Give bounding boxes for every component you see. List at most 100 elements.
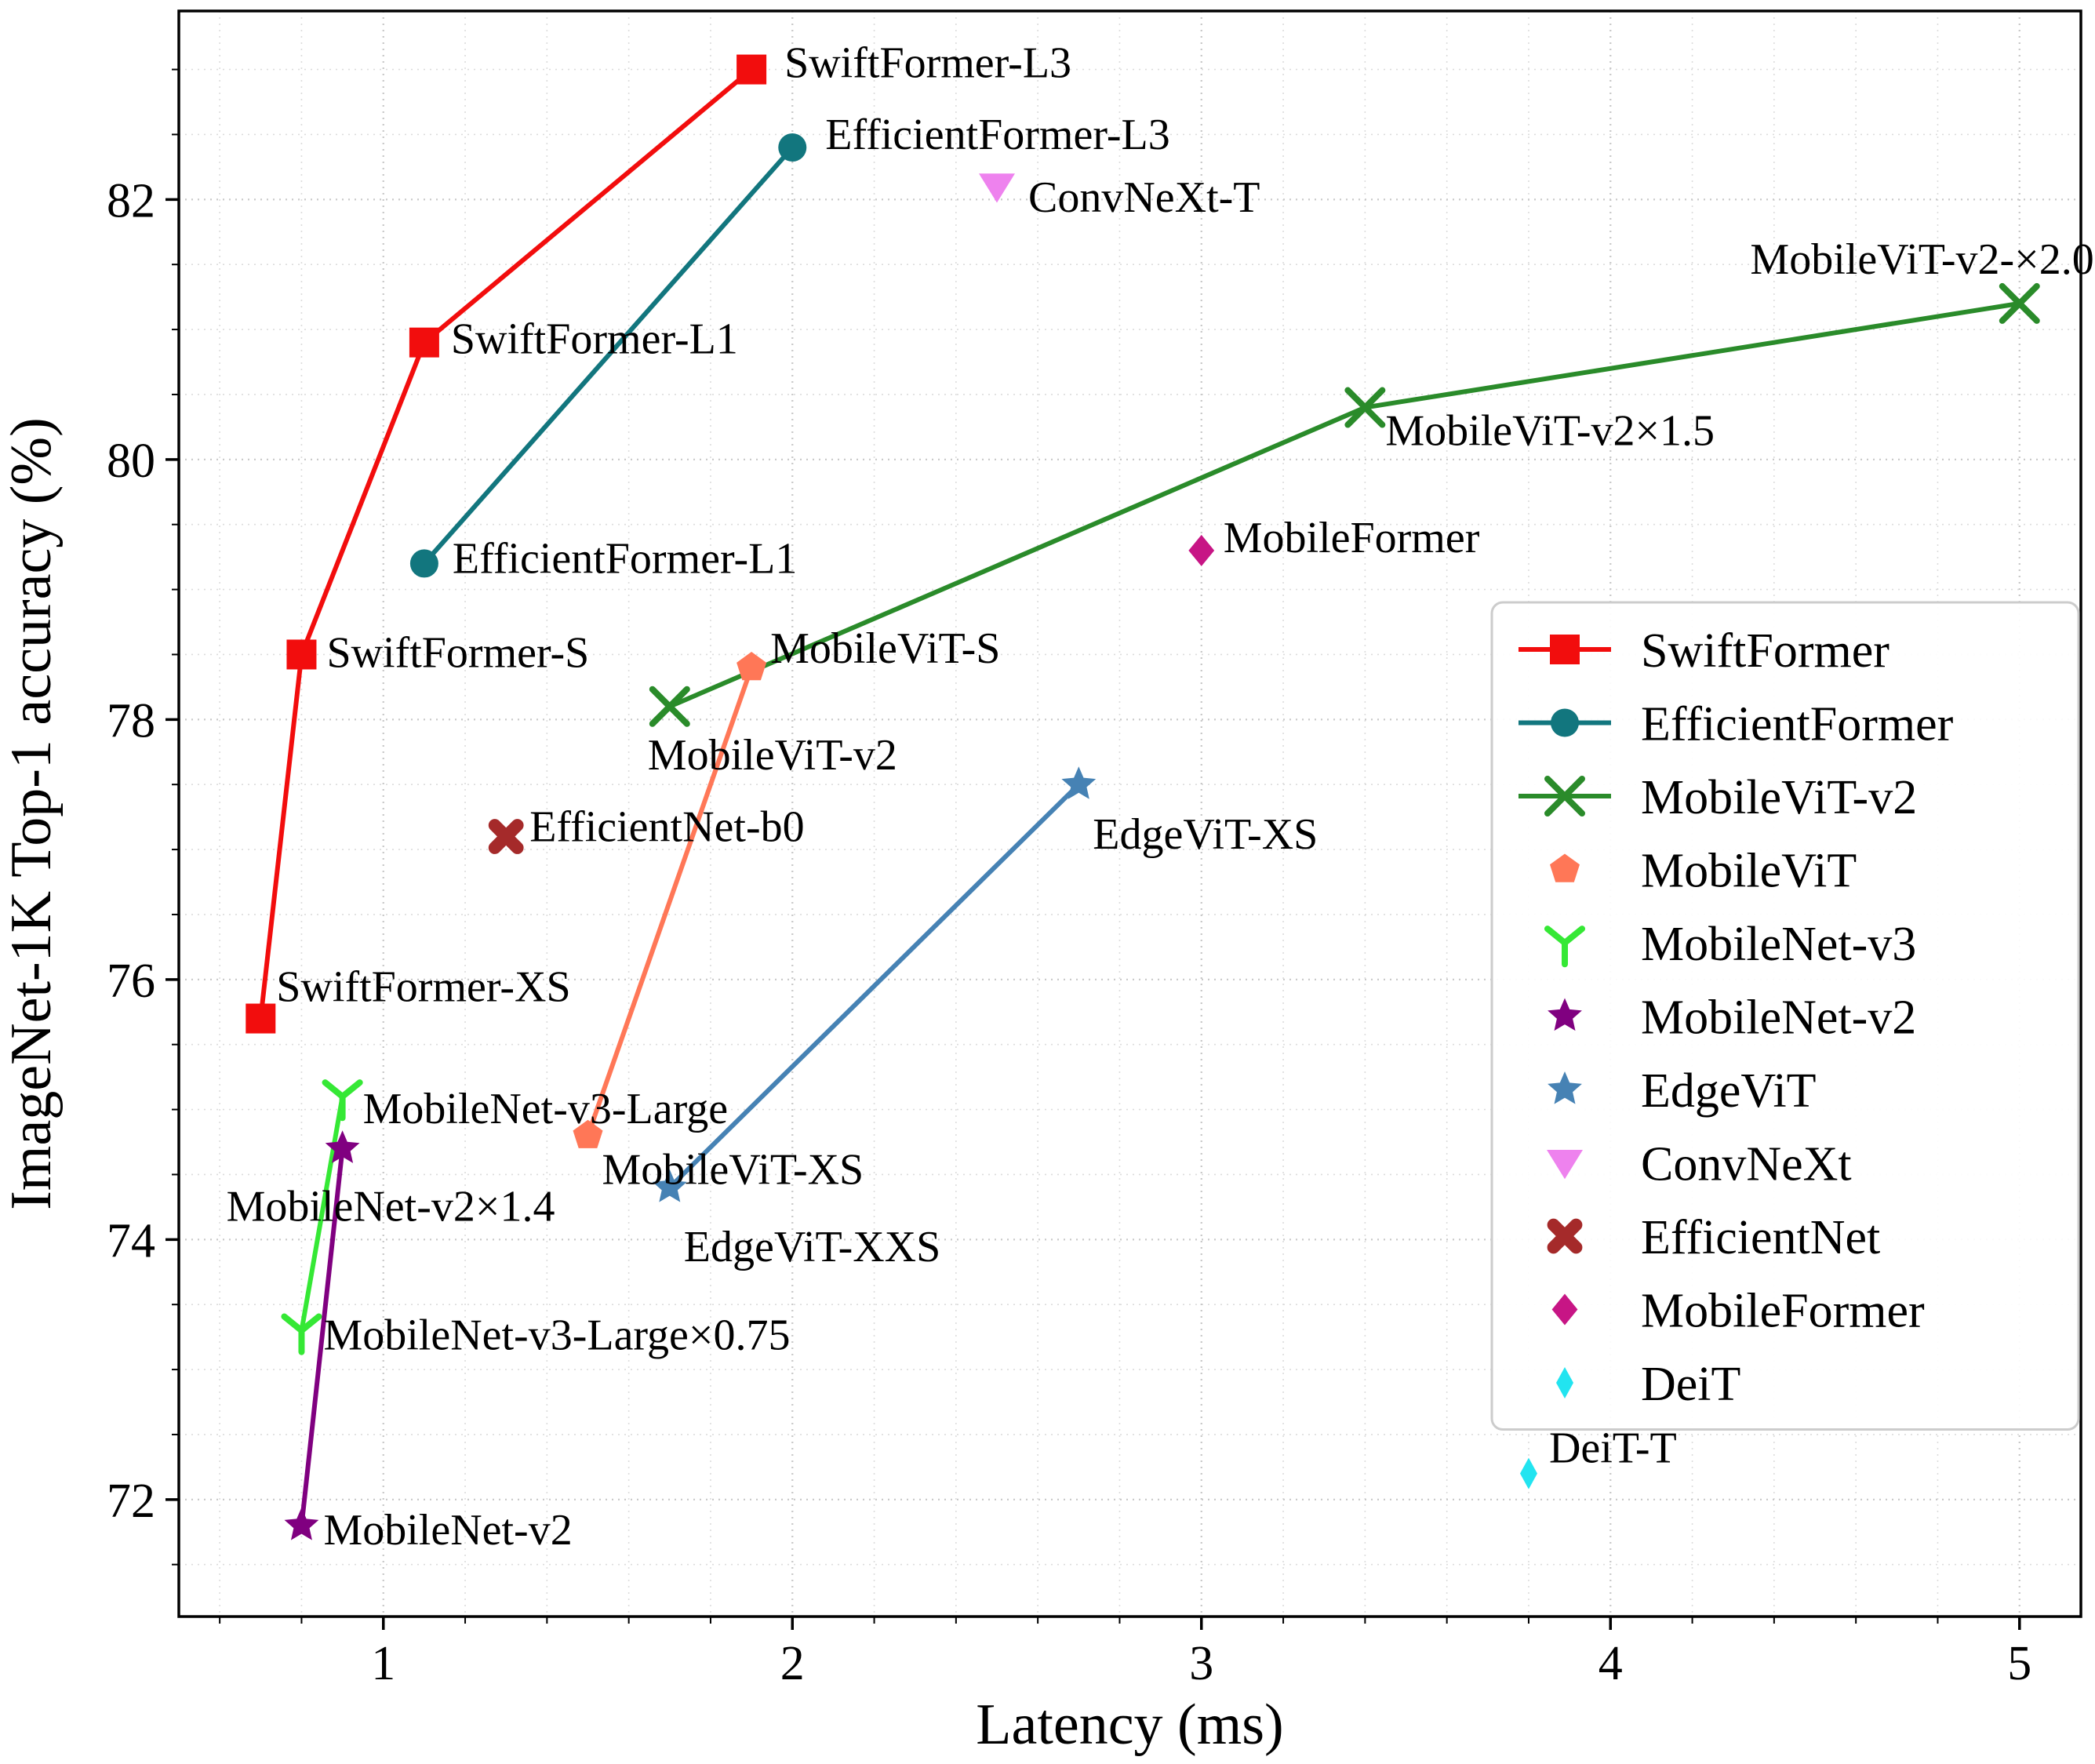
plot-frame [177, 9, 2082, 1618]
star-marker [325, 1130, 360, 1163]
legend-item-EdgeViT: EdgeViT [1548, 1064, 1817, 1118]
series-line [585, 667, 754, 1137]
series-line [299, 1148, 345, 1526]
x-marker [649, 686, 690, 727]
x-tick-label: 2 [780, 1637, 805, 1690]
legend-label: EdgeViT [1641, 1064, 1817, 1118]
legend-label: MobileNet-v2 [1641, 991, 1916, 1045]
legend-box [1490, 601, 2080, 1431]
star-marker [652, 1169, 687, 1202]
point-label: EfficientNet-b0 [529, 803, 804, 852]
y-axis-label: ImageNet-1K Top-1 accuracy (%) [0, 417, 64, 1209]
circle-marker [778, 133, 807, 162]
point-label: MobileNet-v3-Large×0.75 [323, 1311, 790, 1359]
circle-marker [1551, 708, 1579, 737]
series-EdgeViT [652, 766, 1097, 1202]
legend-label: DeiT [1641, 1358, 1740, 1411]
y-tick-label: 82 [107, 174, 155, 227]
series-EfficientFormer [409, 133, 807, 578]
point-label: DeiT-T [1549, 1424, 1677, 1473]
point-label: MobileViT-v2-×2.0 [1750, 235, 2093, 284]
star-marker [1061, 766, 1097, 799]
y-tick-label: 72 [107, 1475, 155, 1528]
diamond-marker [1551, 1293, 1578, 1326]
legend-item-EfficientNet: EfficientNet [1547, 1211, 1880, 1264]
point-label: SwiftFormer-L1 [451, 315, 738, 364]
series-MobileViT [573, 652, 767, 1148]
pentagon-marker [573, 1119, 603, 1148]
legend-label: MobileNet-v3 [1641, 918, 1916, 971]
series-line [258, 67, 754, 1019]
legend-item-ConvNeXt: ConvNeXt [1547, 1138, 1852, 1191]
legend-label: SwiftFormer [1641, 624, 1890, 678]
legend-item-SwiftFormer: SwiftFormer [1519, 624, 1890, 678]
point-label: MobileFormer [1224, 514, 1480, 562]
legend-label: EfficientNet [1641, 1211, 1880, 1264]
legend: SwiftFormerEfficientFormerMobileViT-v2Mo… [1490, 601, 2080, 1431]
series-line [299, 1096, 345, 1331]
series-DeiT [1519, 1457, 1537, 1489]
point-labels: SwiftFormer-XSSwiftFormer-SSwiftFormer-L… [227, 39, 2094, 1555]
series-SwiftFormer [246, 54, 767, 1034]
thin-diamond-marker [1519, 1457, 1537, 1489]
point-label: MobileViT-S [770, 624, 1000, 673]
point-label: MobileViT-v2×1.5 [1385, 407, 1715, 456]
square-marker [737, 54, 767, 85]
point-label: SwiftFormer-L3 [784, 39, 1071, 88]
series-MobileViT-v2 [649, 282, 2040, 727]
x-tick-label: 3 [1189, 1637, 1213, 1690]
bold-x-marker [1547, 1218, 1583, 1254]
diamond-marker [1188, 534, 1215, 566]
x-axis-label: Latency (ms) [976, 1693, 1283, 1757]
circle-marker [409, 549, 438, 578]
square-marker [409, 327, 439, 358]
series-MobileNet-v3 [281, 1079, 363, 1355]
square-marker [246, 1003, 276, 1034]
y-lines-marker [1544, 926, 1586, 968]
star-marker [1548, 1071, 1582, 1104]
x-marker [1344, 387, 1386, 428]
x-tick-label: 1 [371, 1637, 395, 1690]
star-marker [1548, 998, 1582, 1031]
series-MobileFormer [1188, 534, 1215, 566]
x-marker [1999, 282, 2040, 324]
legend-item-MobileNet-v2: MobileNet-v2 [1548, 991, 1916, 1045]
legend-item-EfficientFormer: EfficientFormer [1519, 698, 1954, 751]
y-lines-marker [281, 1313, 322, 1355]
pentagon-marker [1550, 853, 1580, 882]
x-tick-label: 4 [1599, 1637, 1623, 1690]
point-label: MobileViT-XS [602, 1146, 864, 1195]
series-line [422, 146, 795, 566]
series-ConvNeXt [979, 173, 1016, 203]
y-lines-marker [322, 1079, 363, 1122]
series-MobileNet-v2 [284, 1130, 360, 1540]
bold-x-marker [488, 819, 524, 854]
point-label: SwiftFormer-XS [276, 963, 570, 1012]
y-tick-label: 74 [107, 1214, 155, 1268]
point-label: MobileNet-v3-Large [363, 1085, 728, 1133]
thin-diamond-marker [1556, 1367, 1573, 1398]
legend-item-DeiT: DeiT [1556, 1358, 1740, 1411]
legend-item-MobileViT-v2: MobileViT-v2 [1519, 771, 1917, 824]
point-label: EfficientFormer-L3 [825, 111, 1169, 159]
point-label: MobileNet-v2 [323, 1506, 572, 1555]
square-marker [1550, 635, 1580, 664]
legend-label: ConvNeXt [1641, 1138, 1852, 1191]
legend-item-MobileFormer: MobileFormer [1551, 1285, 1925, 1338]
point-label: EdgeViT-XXS [684, 1223, 940, 1271]
legend-label: EfficientFormer [1641, 698, 1954, 751]
legend-label: MobileViT-v2 [1641, 771, 1917, 824]
legend-label: MobileFormer [1641, 1285, 1925, 1338]
square-marker [286, 639, 317, 670]
point-label: MobileNet-v2×1.4 [227, 1182, 555, 1231]
triangle-down-marker [1547, 1149, 1583, 1180]
point-label: ConvNeXt-T [1028, 173, 1260, 222]
point-label: EfficientFormer-L1 [453, 534, 797, 583]
legend-item-MobileNet-v3: MobileNet-v3 [1544, 918, 1916, 971]
pentagon-marker [737, 652, 767, 681]
series-line [667, 783, 1081, 1190]
point-label: MobileViT-v2 [648, 731, 897, 780]
